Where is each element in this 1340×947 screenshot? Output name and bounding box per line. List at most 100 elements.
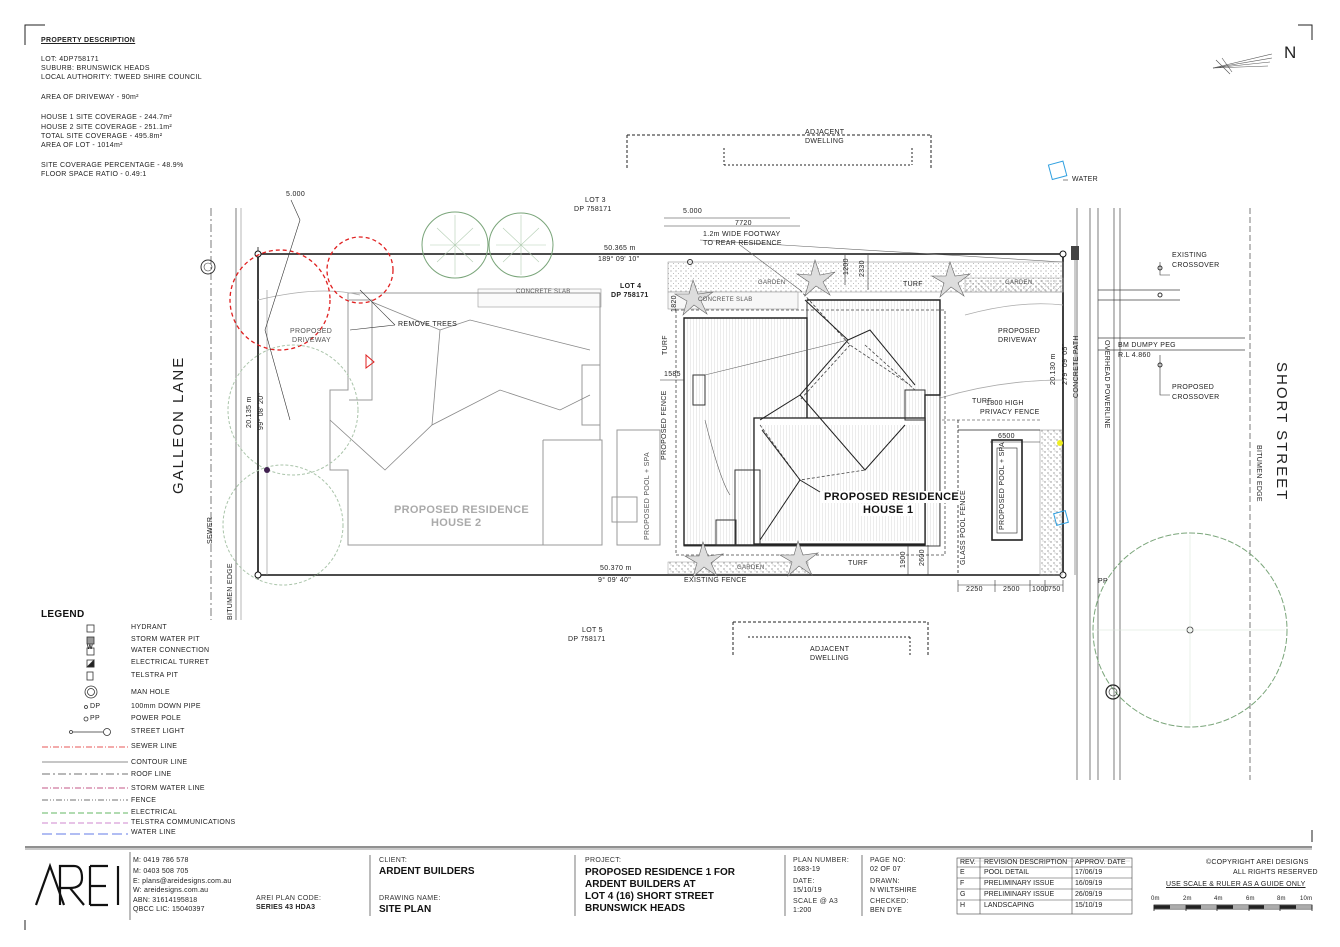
property-lot-area: AREA OF LOT - 1014m² [41, 142, 123, 149]
contact-qbcc: QBCC LIC: 15040397 [133, 906, 205, 913]
drawing-name-label: DRAWING NAME: [379, 895, 441, 902]
property-authority: LOCAL AUTHORITY: TWEED SHIRE COUNCIL [41, 74, 202, 81]
privacy-fence-1: 1800 HIGH [986, 400, 1024, 407]
short-street-edges [1076, 208, 1251, 780]
scale-label: SCALE @ A3 [793, 898, 839, 905]
galleon-lane-label: GALLEON LANE [170, 355, 187, 494]
lot5-label: LOT 5 [582, 627, 603, 634]
house-1-subtitle: HOUSE 1 [861, 504, 916, 516]
right-boundary-length: 20.130 m [1050, 353, 1057, 385]
garden-strip-right [1039, 429, 1063, 576]
proposed-driveway-left-1: PROPOSED [290, 328, 333, 335]
short-street-label: SHORT STREET [1273, 362, 1290, 502]
legend-roof-line: ROOF LINE [131, 771, 172, 778]
concrete-slab-label-1: CONCRETE SLAB [516, 289, 571, 295]
property-house2: HOUSE 2 SITE COVERAGE - 251.1m² [41, 124, 173, 131]
legend-w-glyph: W [87, 645, 93, 651]
house-2-roof-lines [329, 301, 591, 471]
legend-street-light: STREET LIGHT [131, 728, 185, 735]
contact-web: W: areidesigns.com.au [133, 887, 209, 894]
left-boundary-bearing: 99° 08' 20" [258, 392, 265, 430]
bitumen-edge-left: BITUMEN EDGE [227, 563, 234, 620]
property-total: TOTAL SITE COVERAGE - 495.8m² [41, 133, 163, 140]
legend-telstra-pit: TELSTRA PIT [131, 672, 179, 679]
property-heading: PROPERTY DESCRIPTION [41, 37, 136, 44]
dim-1900: 1900 [900, 551, 907, 568]
privacy-fence-2: PRIVACY FENCE [980, 409, 1040, 416]
sewer-label: SEWER [207, 516, 214, 544]
garden-right-label: GARDEN [1005, 280, 1033, 286]
dim-7720: 7720 [735, 220, 752, 227]
ruler-note: USE SCALE & RULER AS A GUIDE ONLY [1166, 881, 1306, 888]
existing-crossover-2: CROSSOVER [1172, 262, 1220, 269]
rev-row-3-rev: G [960, 891, 966, 898]
project-line-2: ARDENT BUILDERS AT [585, 879, 696, 890]
property-percentage: SITE COVERAGE PERCENTAGE - 48.9% [41, 162, 184, 169]
rev-row-1-date: 17/06/19 [1075, 869, 1103, 876]
rev-row-2-desc: PRELIMINARY ISSUE [984, 880, 1055, 887]
legend-hydrant: HYDRANT [131, 624, 167, 631]
legend-down-pipe: 100mm DOWN PIPE [131, 703, 201, 710]
boundary-corner-markers [254, 250, 1067, 579]
scale-ruler [1153, 904, 1313, 911]
adjacent-dwelling-top [626, 134, 932, 170]
property-fsr: FLOOR SPACE RATIO - 0.49:1 [41, 171, 147, 178]
house-2-subtitle: HOUSE 2 [431, 517, 482, 529]
turf-top-label: TURF [903, 281, 923, 288]
plan-code-label: AREI PLAN CODE: [256, 895, 322, 902]
proposed-fence-label: PROPOSED FENCE [661, 390, 668, 460]
legend-storm-water-pit: STORM WATER PIT [131, 636, 200, 643]
north-label: N [1284, 43, 1297, 62]
lot5-dp: DP 758171 [568, 636, 606, 643]
legend-contour-line: CONTOUR LINE [131, 759, 188, 766]
footway-line1: 1.2m WIDE FOOTWAY [703, 231, 781, 238]
dim-1585: 1585 [664, 371, 681, 378]
project-line-4: BRUNSWICK HEADS [585, 903, 685, 914]
bottom-boundary-length: 50.370 m [600, 565, 632, 572]
galleon-lane-edges [210, 208, 242, 620]
property-house1: HOUSE 1 SITE COVERAGE - 244.7m² [41, 114, 173, 121]
proposed-driveway-left-2: DRIVEWAY [292, 337, 331, 344]
dim-2500: 2500 [1003, 586, 1020, 593]
rev-row-3-date: 26/09/19 [1075, 891, 1103, 898]
remove-trees-label: REMOVE TREES [398, 321, 458, 328]
contact-mobile-1: M: 0419 786 578 [133, 857, 189, 864]
garden-right [964, 277, 1064, 293]
legend-electrical-turret: ELECTRICAL TURRET [131, 659, 210, 666]
house-1-title: PROPOSED RESIDENCE [822, 491, 961, 503]
north-arrow [1212, 53, 1273, 75]
dim-5000-left: 5.000 [286, 191, 306, 198]
project-line-1: PROPOSED RESIDENCE 1 FOR [585, 867, 736, 878]
adjacent-top-line2: DWELLING [805, 138, 844, 145]
legend-storm-water-line: STORM WATER LINE [131, 785, 205, 792]
proposed-crossover-1: PROPOSED [1172, 384, 1215, 391]
legend-water-line: WATER LINE [131, 829, 177, 836]
existing-trees-left [222, 344, 359, 586]
lot3-dp: DP 758171 [574, 206, 612, 213]
rev-header-desc: REVISION DESCRIPTION [984, 859, 1068, 866]
copyright-text: ©COPYRIGHT AREI DESIGNS [1206, 859, 1309, 866]
glass-fence-label: GLASS POOL FENCE [960, 490, 967, 565]
dimension-lines [264, 199, 1076, 592]
legend-man-hole: MAN HOLE [131, 689, 170, 696]
turf-mid-label: TURF [972, 398, 992, 405]
ruler-tick-8: 8m [1277, 896, 1286, 902]
ruler-tick-10: 10m [1300, 896, 1313, 902]
plan-code-value: SERIES 43 HDA3 [256, 904, 316, 911]
concrete-slab-label-2: CONCRETE SLAB [698, 297, 753, 303]
pool-house-2-label: PROPOSED POOL + SPA [644, 452, 651, 540]
right-boundary-bearing: 279° 09' 05" [1062, 343, 1069, 385]
rev-row-2-rev: F [960, 880, 965, 887]
plan-number-value: 1683-19 [793, 866, 821, 873]
legend-telstra-comms: TELSTRA COMMUNICATIONS [131, 819, 236, 826]
rev-row-3-desc: PRELIMINARY ISSUE [984, 891, 1055, 898]
lot4-label: LOT 4 [620, 283, 642, 290]
garden-top-label: GARDEN [758, 280, 786, 286]
dim-2600: 2600 [919, 549, 926, 566]
power-pole-label: PP [1098, 578, 1108, 585]
rights-text: ALL RIGHTS RESERVED [1233, 869, 1318, 876]
property-suburb: SUBURB: BRUNSWICK HEADS [41, 65, 150, 72]
rev-header-date: APPROV. DATE [1075, 859, 1126, 866]
